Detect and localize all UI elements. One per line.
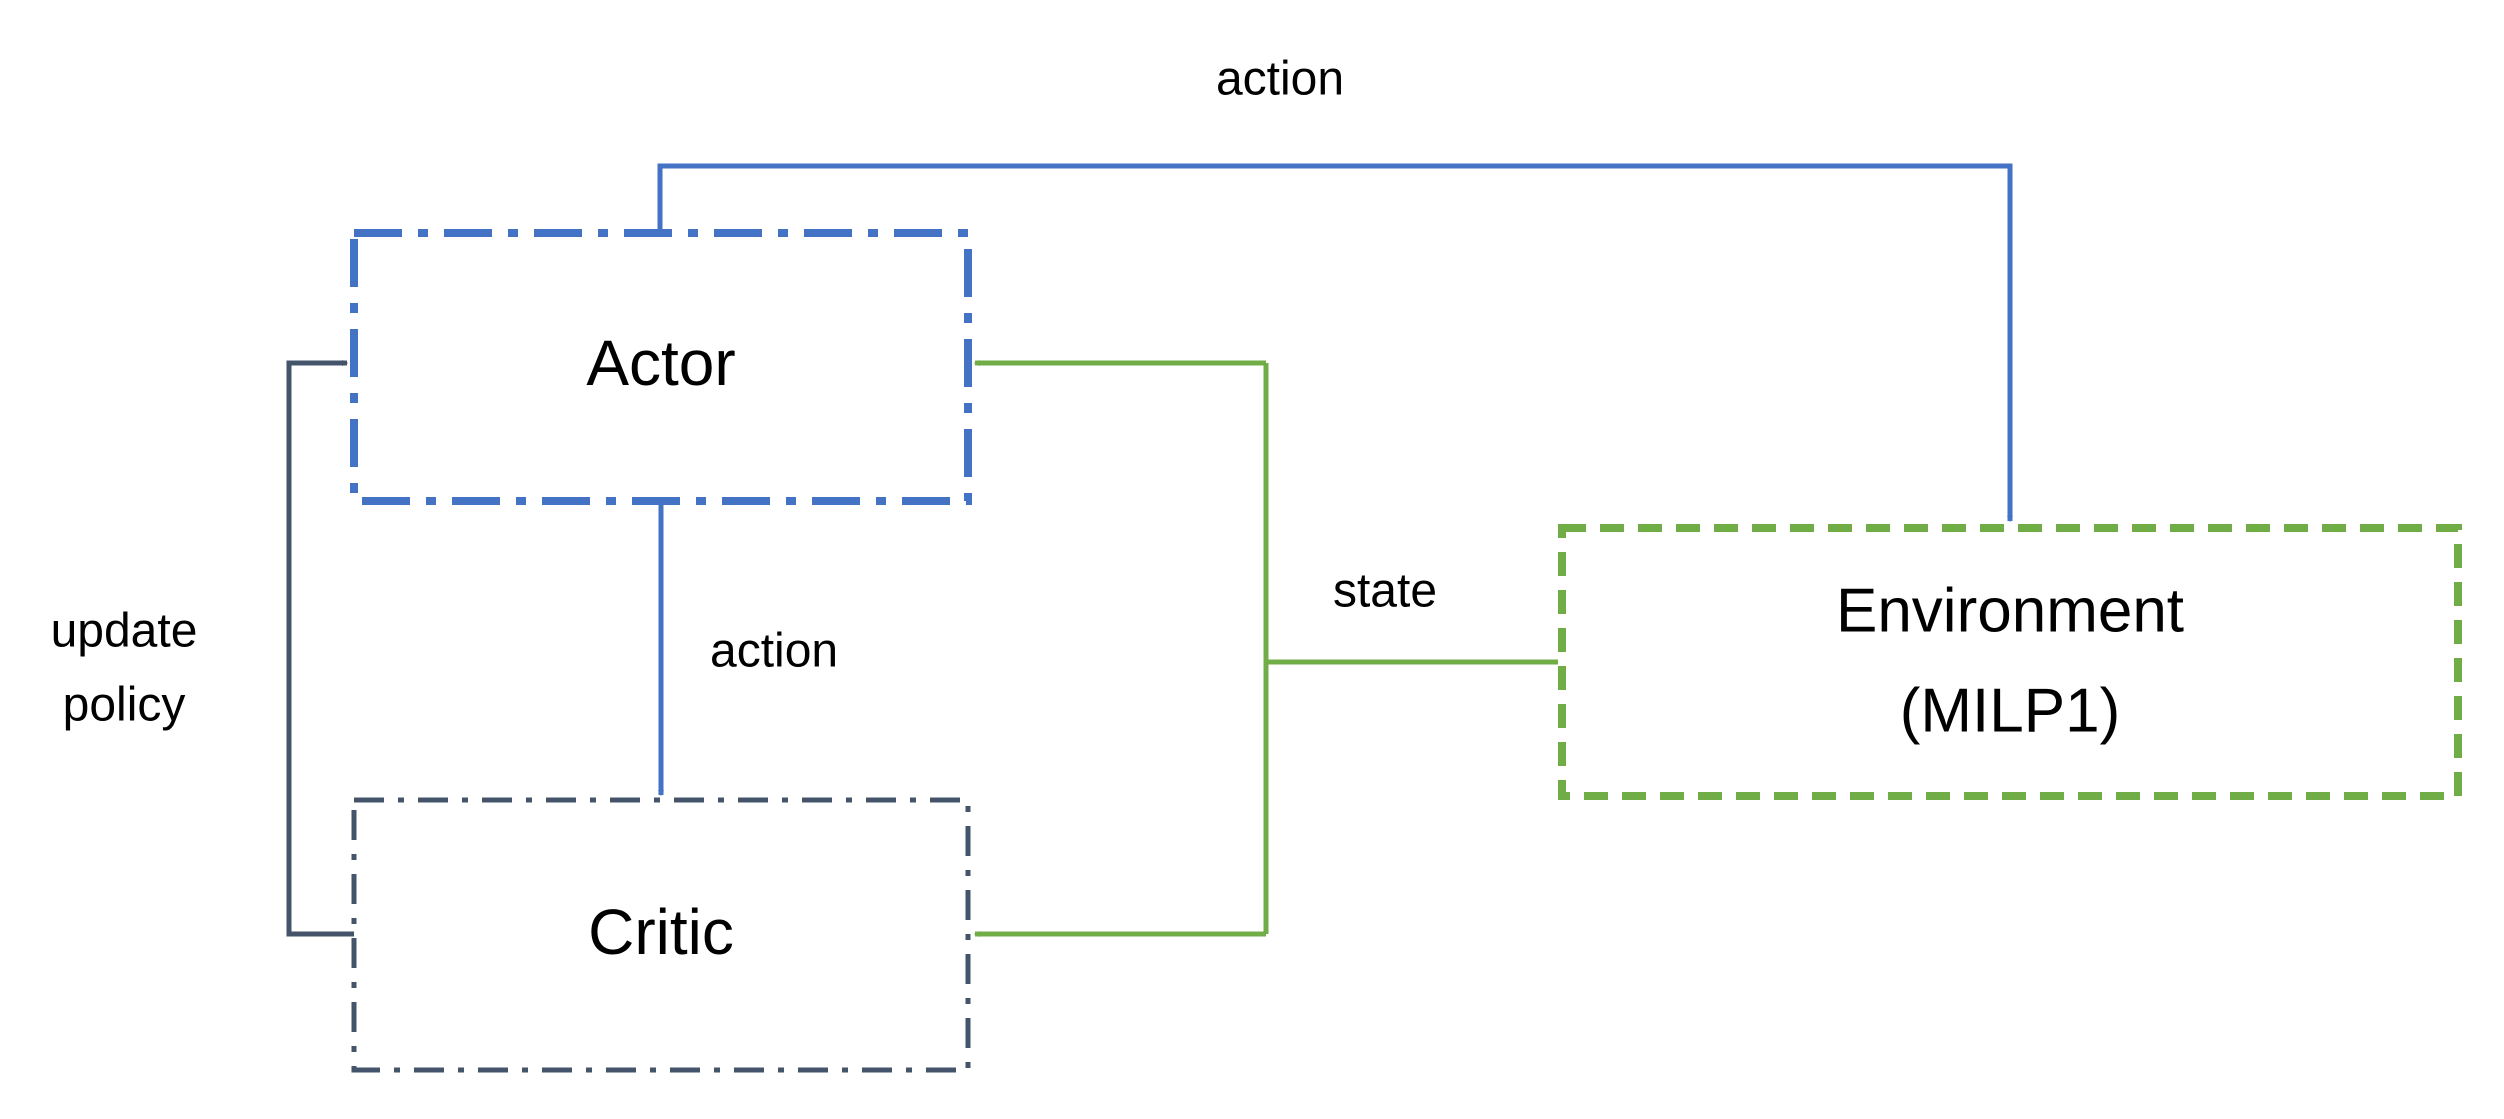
environment-label-line2: (MILP1) [1900,676,2120,745]
edge-critic-update-policy: update policy [51,360,354,937]
actor-to-environment-line [657,163,2013,523]
update-policy-line [286,360,354,937]
actor-label: Actor [586,327,735,399]
edge-actor-to-environment: action [657,53,2013,523]
environment-label-line1: Environment [1836,576,2184,645]
update-policy-label-line2: policy [63,679,186,732]
edge-environment-state: state [973,360,1558,937]
edge-actor-to-critic: action [658,505,838,797]
critic-node: Critic [351,797,971,1073]
state-label: state [1333,565,1437,618]
update-policy-label-line1: update [51,605,198,658]
actor-node: Actor [350,229,972,505]
actor-to-environment-label: action [1216,53,1344,106]
critic-label: Critic [588,896,734,968]
critic-box [351,797,971,1073]
actor-to-critic-label: action [710,625,838,678]
environment-node: Environment (MILP1) [1558,524,2462,800]
actor-box [350,229,972,505]
environment-box [1558,524,2462,800]
